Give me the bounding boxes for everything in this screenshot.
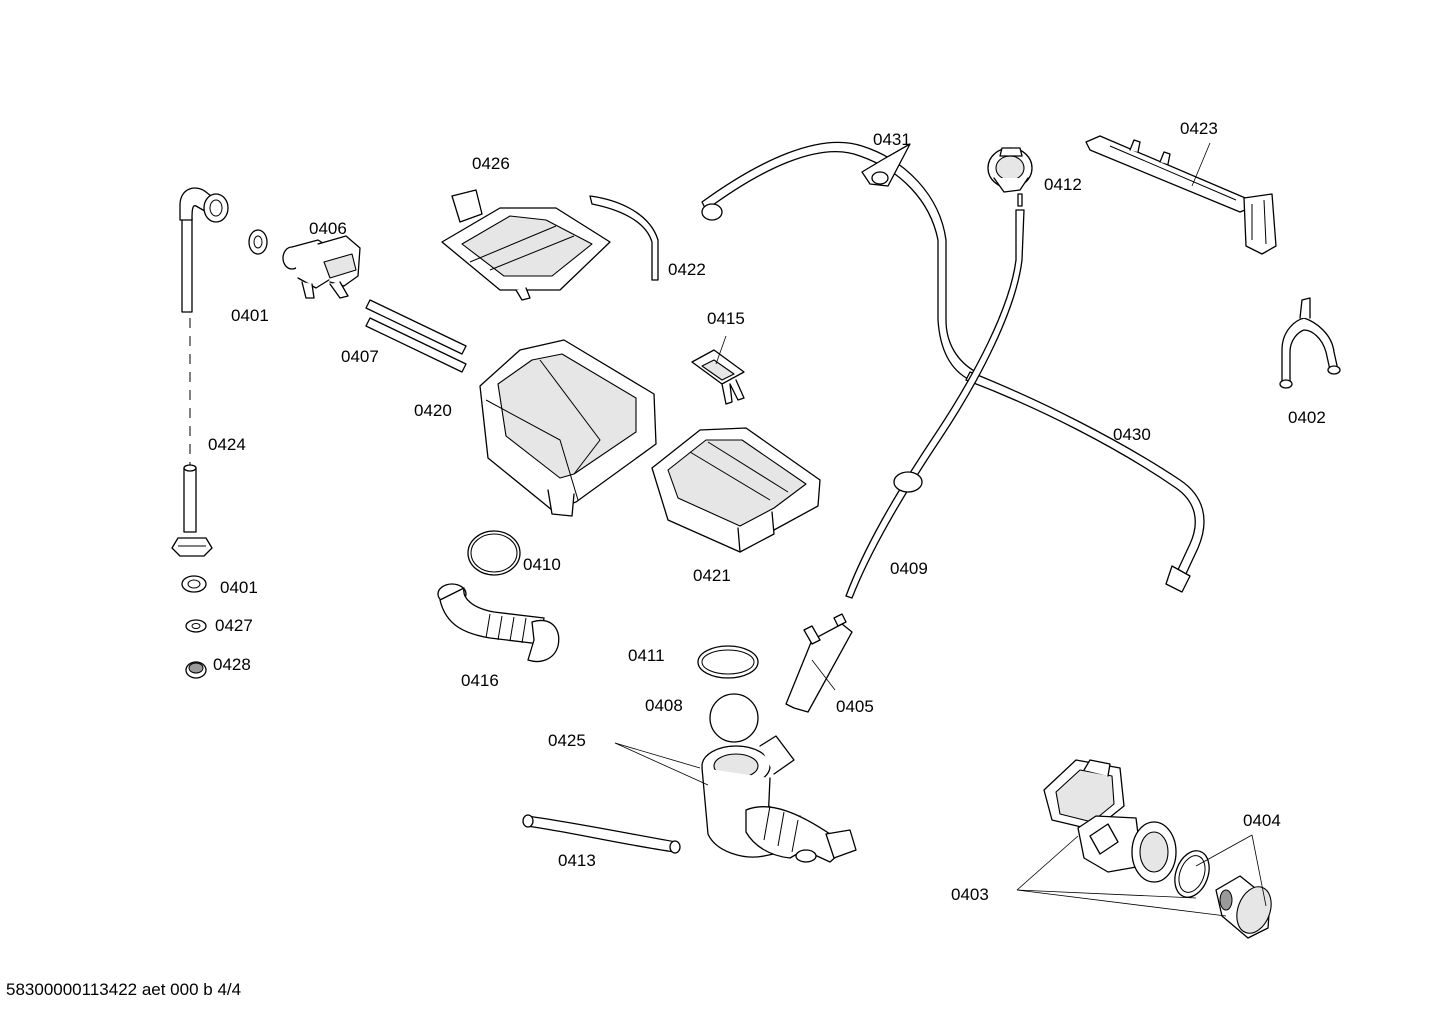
part-inlet-valve-0406[interactable] [282,235,361,299]
label-0406: 0406 [309,219,347,238]
label-0405: 0405 [836,697,874,716]
label-0402: 0402 [1288,408,1326,427]
part-ball-0408[interactable] [709,693,759,743]
label-0415: 0415 [707,309,745,328]
label-0410: 0410 [523,555,561,574]
part-inlet-hose-0424[interactable] [171,187,229,557]
label-0431: 0431 [873,130,911,149]
label-0424: 0424 [208,435,246,454]
part-tubes-0407[interactable] [365,299,467,373]
part-washer-0401-upper[interactable] [248,229,268,255]
part-pressure-switch-0412[interactable] [987,147,1033,207]
label-0428: 0428 [213,655,251,674]
label-0403: 0403 [951,885,989,904]
part-labels: 0426 0431 0423 0412 0406 0422 0401 0415 … [208,119,1326,904]
part-sensor-tube-0405[interactable] [785,613,853,713]
part-clip-0415[interactable] [691,349,745,405]
label-0416: 0416 [461,671,499,690]
part-bracket-0423[interactable] [1085,135,1277,255]
label-0430: 0430 [1113,425,1151,444]
label-0421: 0421 [693,566,731,585]
label-0420: 0420 [414,401,452,420]
label-0407: 0407 [341,347,379,366]
part-bellows-hose-0416[interactable] [437,583,560,663]
part-detergent-drawer-0421[interactable] [651,427,821,553]
part-washer-0401-lower[interactable] [181,575,207,593]
document-code: 58300000113422 aet 000 b 4/4 [6,980,242,999]
label-0427: 0427 [215,616,253,635]
part-filter-0404[interactable] [1169,846,1277,939]
label-0411: 0411 [628,646,665,665]
label-0422: 0422 [668,260,706,279]
label-0409: 0409 [890,559,928,578]
label-0401-lower: 0401 [220,578,258,597]
label-0413: 0413 [558,851,596,870]
part-u-bracket-0402[interactable] [1279,297,1341,389]
label-0423: 0423 [1180,119,1218,138]
leader-lines [614,142,1267,917]
part-ring-0411[interactable] [697,645,759,679]
label-0425: 0425 [548,731,586,750]
part-hose-0422[interactable] [589,195,659,281]
label-0404: 0404 [1243,811,1281,830]
part-filter-0428[interactable] [185,661,207,679]
part-dispenser-housing-0420[interactable] [479,339,657,517]
label-0412: 0412 [1044,175,1082,194]
part-hose-0431[interactable] [701,141,977,381]
part-hose-0413[interactable] [522,814,681,854]
part-dispenser-cover-0426[interactable] [441,189,611,301]
label-0426: 0426 [472,154,510,173]
part-washer-0427[interactable] [185,619,207,633]
part-pressure-hose-0409[interactable] [845,209,1025,599]
part-hose-0430[interactable] [965,371,1205,593]
part-seal-ring-0410[interactable] [467,530,521,576]
part-drain-pump-0403[interactable] [1043,759,1177,883]
label-0401-upper: 0401 [231,306,269,325]
part-sump-0425[interactable] [701,735,857,863]
label-0408: 0408 [645,696,683,715]
